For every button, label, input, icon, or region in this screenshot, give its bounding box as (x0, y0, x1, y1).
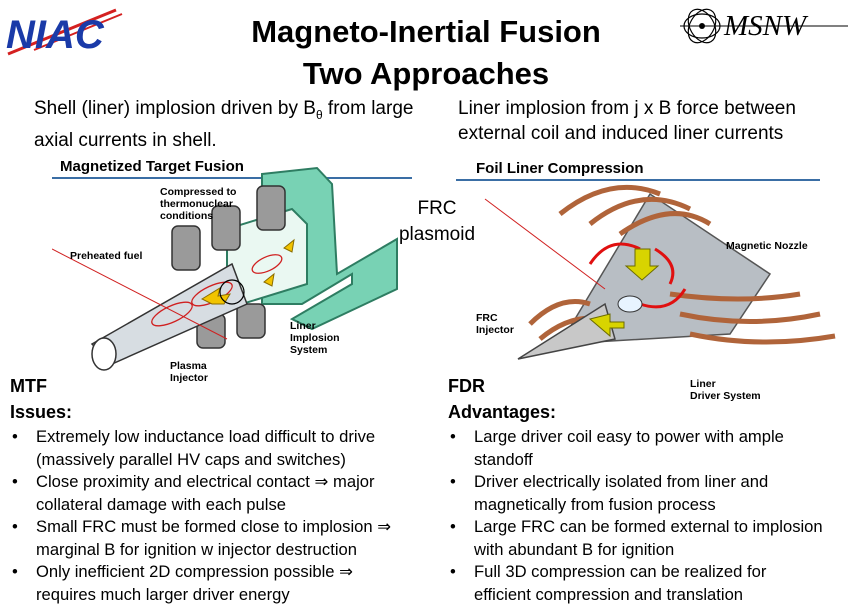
list-item: •Driver electrically isolated from liner… (450, 472, 769, 514)
mtf-label-liner: Liner Implosion System (290, 320, 340, 356)
fdr-figure-heading: Foil Liner Compression (476, 160, 644, 177)
mtf-issues-list: •Extremely low inductance load difficult… (10, 426, 430, 606)
fdr-label-nozzle: Magnetic Nozzle (726, 240, 808, 252)
page-subtitle: Two Approaches (302, 56, 550, 91)
right-subtitle-line2: external coil and induced liner currents (458, 123, 784, 144)
msnw-logo: MSNW (680, 4, 848, 50)
frc-plasmoid-label: FRC plasmoid (398, 198, 476, 245)
list-item: •Large driver coil easy to power with am… (450, 427, 784, 469)
fdr-label-frc-injector: FRC Injector (476, 312, 514, 336)
fdr-figure (440, 154, 850, 409)
list-item: •Large FRC can be formed external to imp… (450, 517, 823, 559)
left-subtitle-b: from large (322, 98, 414, 119)
page-title: Magneto-Inertial Fusion (251, 14, 601, 49)
mtf-label-plasma: Plasma Injector (170, 360, 208, 384)
list-item: •Close proximity and electrical contact … (12, 472, 375, 514)
list-item: •Extremely low inductance load difficult… (12, 427, 376, 469)
left-subtitle: Shell (liner) implosion driven by Bθ fro… (34, 96, 444, 153)
mtf-label-preheated: Preheated fuel (70, 250, 143, 262)
left-subtitle-sub: θ (315, 107, 323, 122)
right-subtitle: Liner implosion from j x B force between… (458, 96, 848, 146)
mtf-label-compressed: Compressed to thermonuclear conditions (160, 186, 237, 222)
list-item: •Small FRC must be formed close to implo… (12, 517, 392, 559)
msnw-logo-text: MSNW (723, 10, 809, 42)
fdr-advantages-list: •Large driver coil easy to power with am… (448, 426, 848, 606)
list-item: •Full 3D compression can be realized for… (450, 562, 767, 604)
left-subtitle-line2: axial currents in shell. (34, 129, 217, 151)
mtf-figure (51, 154, 412, 384)
mtf-figure-heading: Magnetized Target Fusion (60, 158, 244, 175)
fdr-section-label: FDR (448, 376, 485, 396)
list-item: •Only inefficient 2D compression possibl… (12, 562, 354, 604)
fdr-advantages-heading: Advantages: (448, 402, 557, 422)
mtf-section-label: MTF (10, 376, 47, 396)
right-subtitle-line1: Liner implosion from j x B force between (458, 98, 796, 119)
niac-logo-text: NIAC (6, 13, 105, 57)
left-subtitle-a: Shell (liner) implosion driven by B (34, 98, 316, 119)
fdr-label-liner-driver: Liner Driver System (690, 378, 761, 402)
mtf-issues-heading: Issues: (10, 402, 73, 422)
niac-logo: NIAC (4, 4, 126, 60)
